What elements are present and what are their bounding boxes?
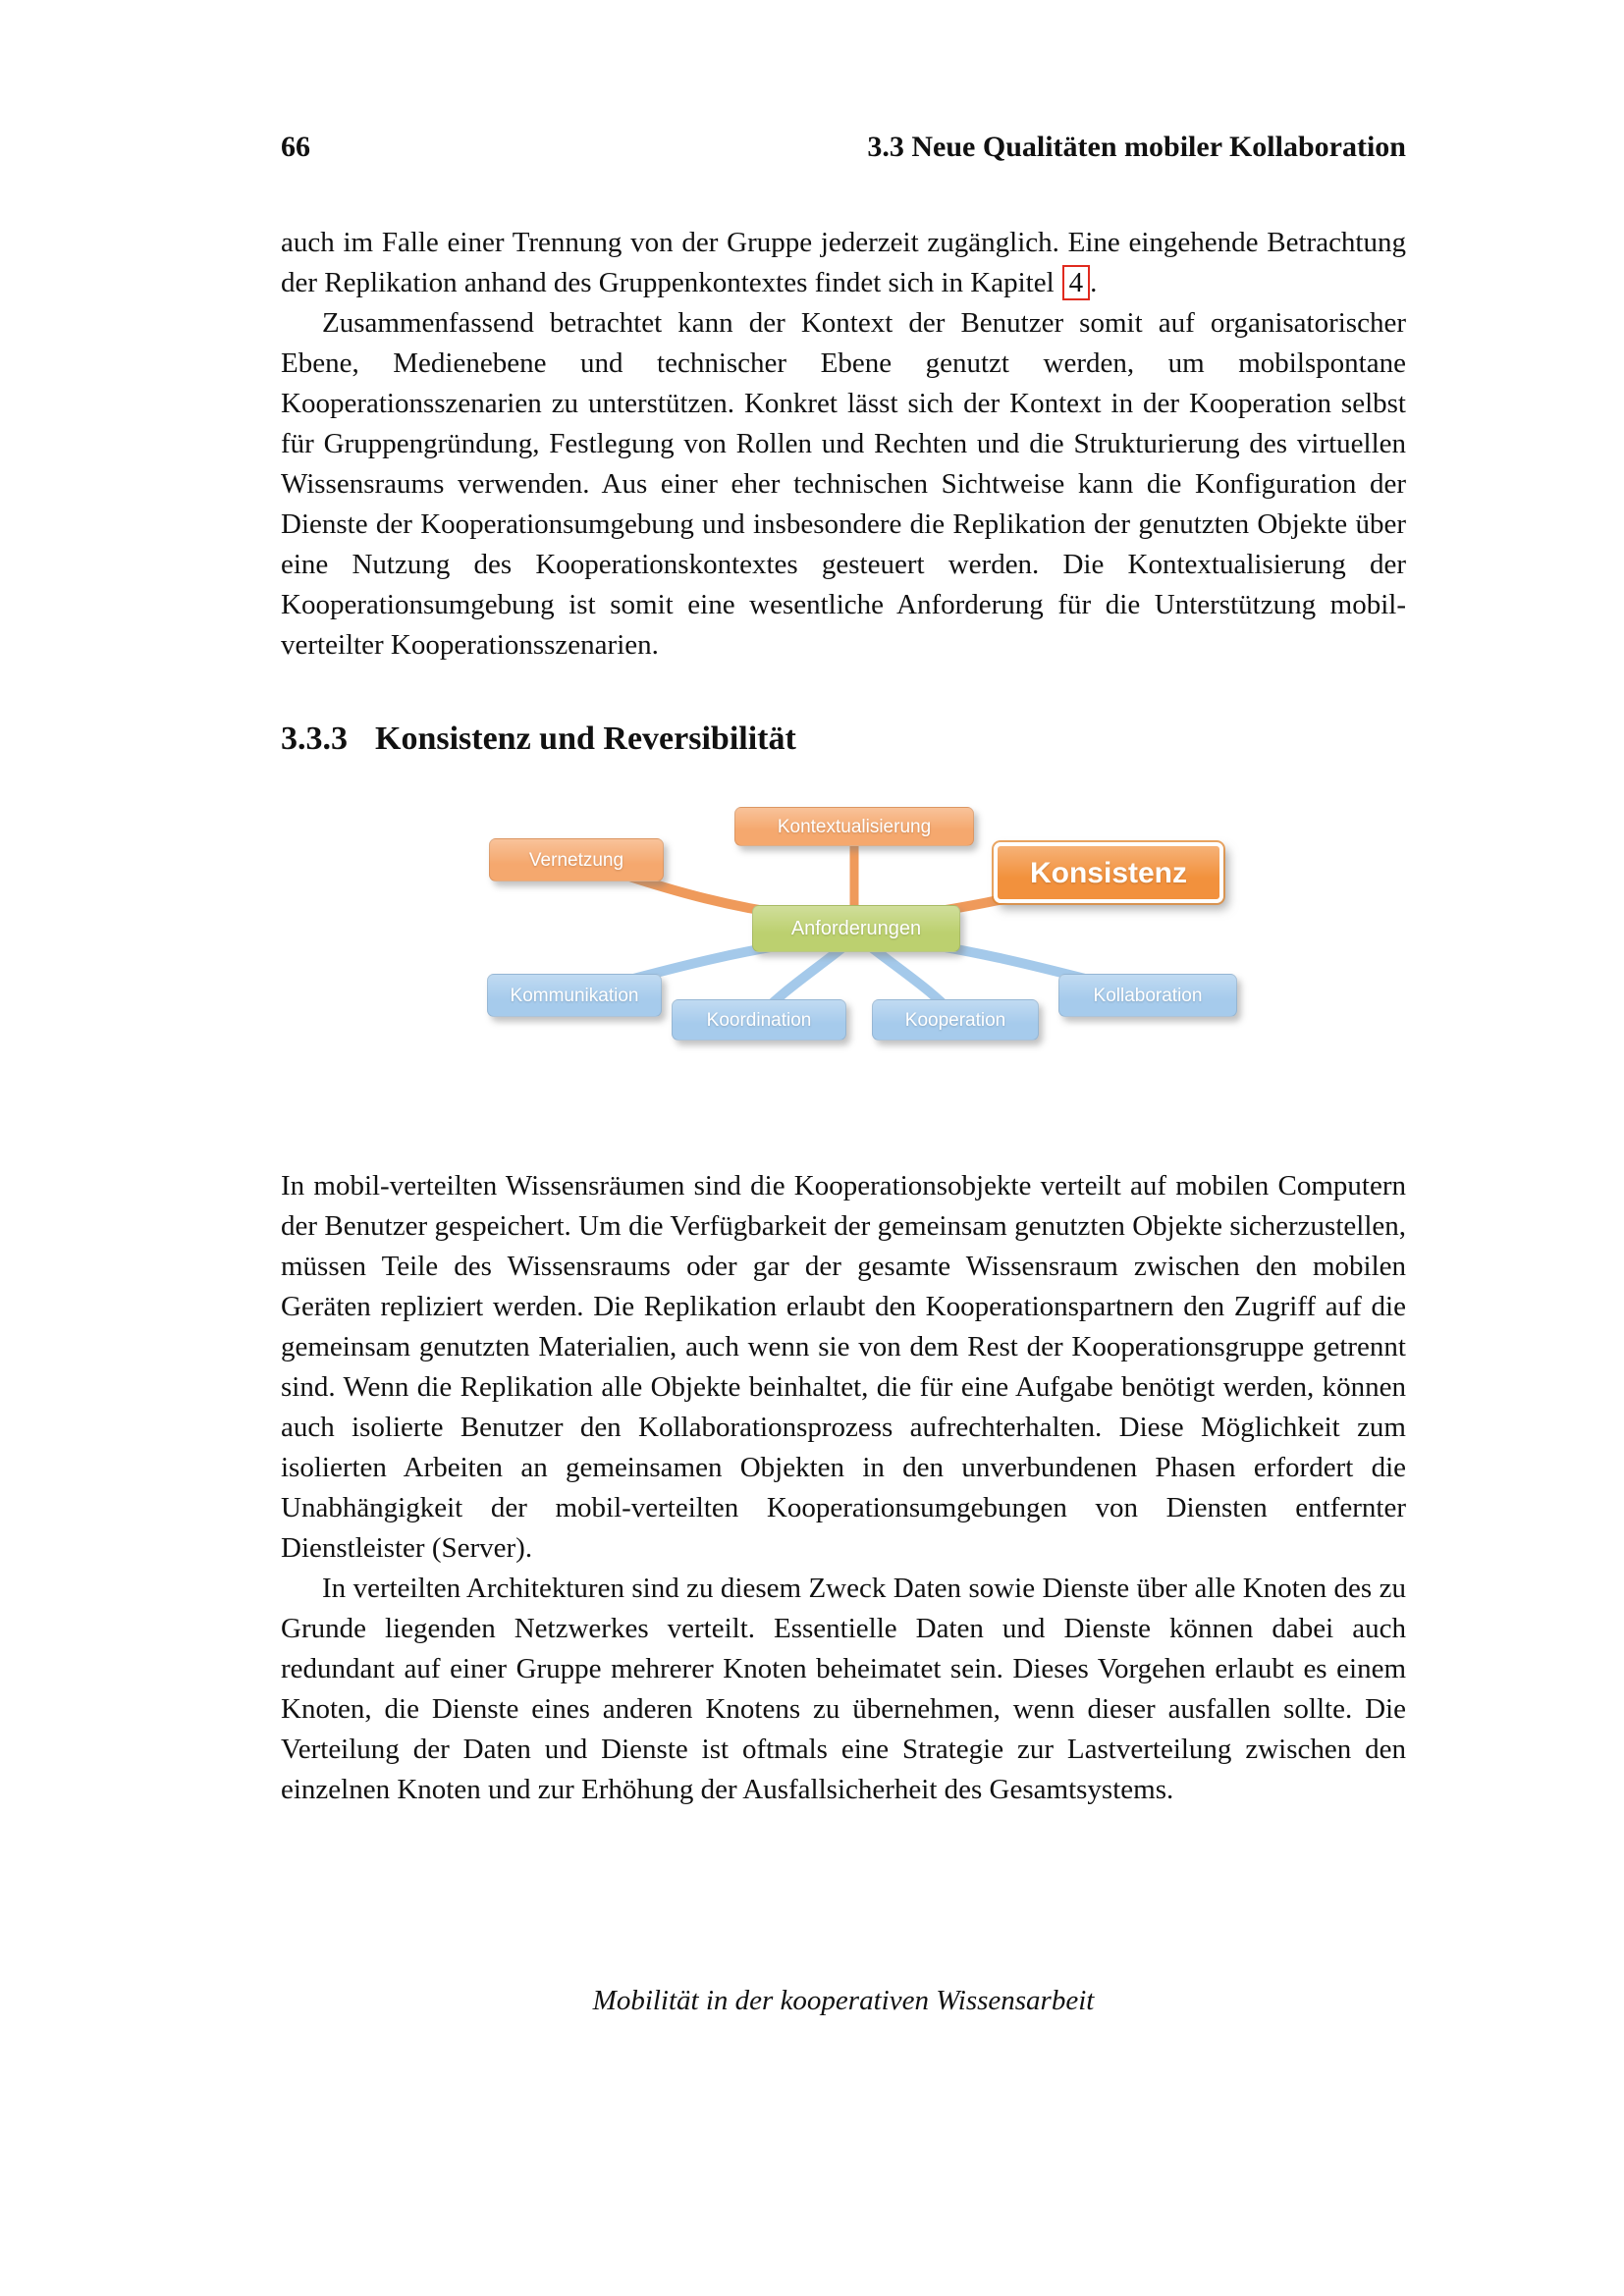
mindmap-node-anforderungen: Anforderungen: [752, 905, 960, 952]
page-footer: Mobilität in der kooperativen Wissensarb…: [281, 1985, 1406, 2017]
section-heading-number: 3.3.3: [281, 721, 348, 757]
mindmap-node-kommunikation: Kommunikation: [487, 974, 662, 1017]
body-paragraph-1: auch im Falle einer Trennung von der Gru…: [281, 223, 1406, 303]
mindmap-node-kollaboration: Kollaboration: [1058, 974, 1237, 1017]
section-heading-title: Konsistenz und Reversibilität: [375, 721, 796, 757]
body-paragraph-3: In mobil-verteilten Wissensräumen sind d…: [281, 1170, 1406, 1564]
paragraph-1-text: auch im Falle einer Trennung von der Gru…: [281, 227, 1406, 298]
mindmap-node-koordination: Koordination: [672, 999, 846, 1041]
mindmap-node-kontextualisierung: Kontextualisierung: [734, 807, 974, 846]
section-heading: 3.3.3 Konsistenz und Reversibilität: [281, 719, 1406, 760]
chapter-ref-link[interactable]: 4: [1061, 265, 1091, 300]
mindmap-figure: Kontextualisierung Vernetzung Konsistenz…: [281, 799, 1406, 1094]
running-header: 66 3.3 Neue Qualitäten mobiler Kollabora…: [281, 131, 1406, 164]
mindmap-node-kooperation: Kooperation: [872, 999, 1039, 1041]
mindmap-node-vernetzung: Vernetzung: [489, 838, 664, 881]
body-paragraph-2: Zusammenfassend betrachtet kann der Kont…: [281, 307, 1406, 661]
text-column: auch im Falle einer Trennung von der Gru…: [281, 223, 1406, 1810]
mindmap-node-konsistenz: Konsistenz: [994, 842, 1223, 903]
page-number: 66: [281, 131, 310, 163]
body-paragraph-4: In verteilten Architekturen sind zu dies…: [281, 1573, 1406, 1805]
paragraph-1-period: .: [1090, 267, 1098, 298]
footer-title: Mobilität in der kooperativen Wissensarb…: [592, 1985, 1095, 2016]
running-head-title: 3.3 Neue Qualitäten mobiler Kollaboratio…: [867, 131, 1406, 163]
